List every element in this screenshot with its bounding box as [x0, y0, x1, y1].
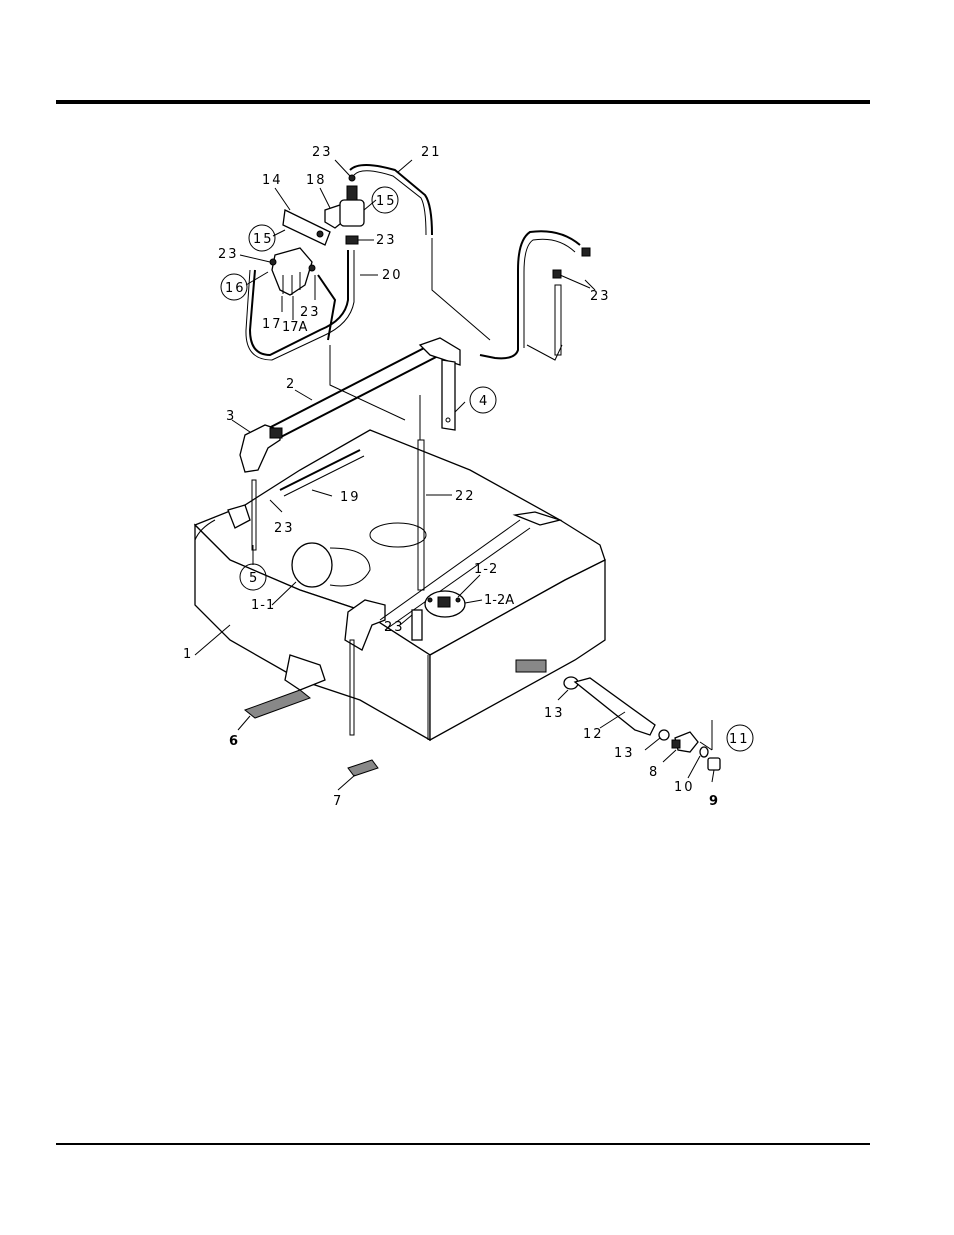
callout-23-filter: 23: [300, 305, 321, 320]
callout-1-2: 1-2: [474, 562, 498, 577]
callout-6: 6: [229, 734, 238, 749]
callout-17a: 17A: [282, 320, 308, 335]
fuel-filter-assembly: [270, 210, 330, 295]
callout-22: 22: [455, 489, 476, 504]
callout-12: 12: [583, 727, 604, 742]
callout-23-right: 23: [590, 289, 611, 304]
callout-19: 19: [340, 490, 361, 505]
callout-18: 18: [306, 173, 327, 188]
callout-15-plate: 15: [253, 232, 274, 247]
callout-1: 1: [183, 647, 193, 662]
callout-1-2a: 1-2A: [484, 593, 514, 608]
callout-23-top: 23: [312, 145, 333, 160]
callout-23-strap: 23: [274, 521, 295, 536]
callout-15-pump: 15: [376, 194, 397, 209]
callout-9: 9: [709, 794, 718, 809]
callout-20: 20: [382, 268, 403, 283]
callout-11: 11: [729, 732, 750, 747]
callout-7: 7: [333, 794, 343, 809]
callout-23-pickup: 23: [384, 620, 405, 635]
drain-assembly: [564, 677, 720, 770]
callout-1-1: 1-1: [251, 598, 275, 613]
callout-2: 2: [286, 377, 296, 392]
tank-pad-7: [348, 760, 378, 776]
callout-14: 14: [262, 173, 283, 188]
callout-23-mid: 23: [376, 233, 397, 248]
fuel-pump-assembly: [325, 175, 590, 278]
callout-21: 21: [421, 145, 442, 160]
tank-pad-6: [245, 690, 310, 718]
callout-3: 3: [226, 409, 236, 424]
callout-4: 4: [479, 394, 489, 409]
callout-10: 10: [674, 780, 695, 795]
tank-vent-grill: [516, 660, 546, 672]
callout-23-left: 23: [218, 247, 239, 262]
callout-13-b: 13: [614, 746, 635, 761]
callout-17: 17: [262, 317, 283, 332]
callout-16: 16: [225, 281, 246, 296]
callout-5: 5: [249, 571, 259, 586]
callout-13-a: 13: [544, 706, 565, 721]
callout-8: 8: [649, 765, 659, 780]
